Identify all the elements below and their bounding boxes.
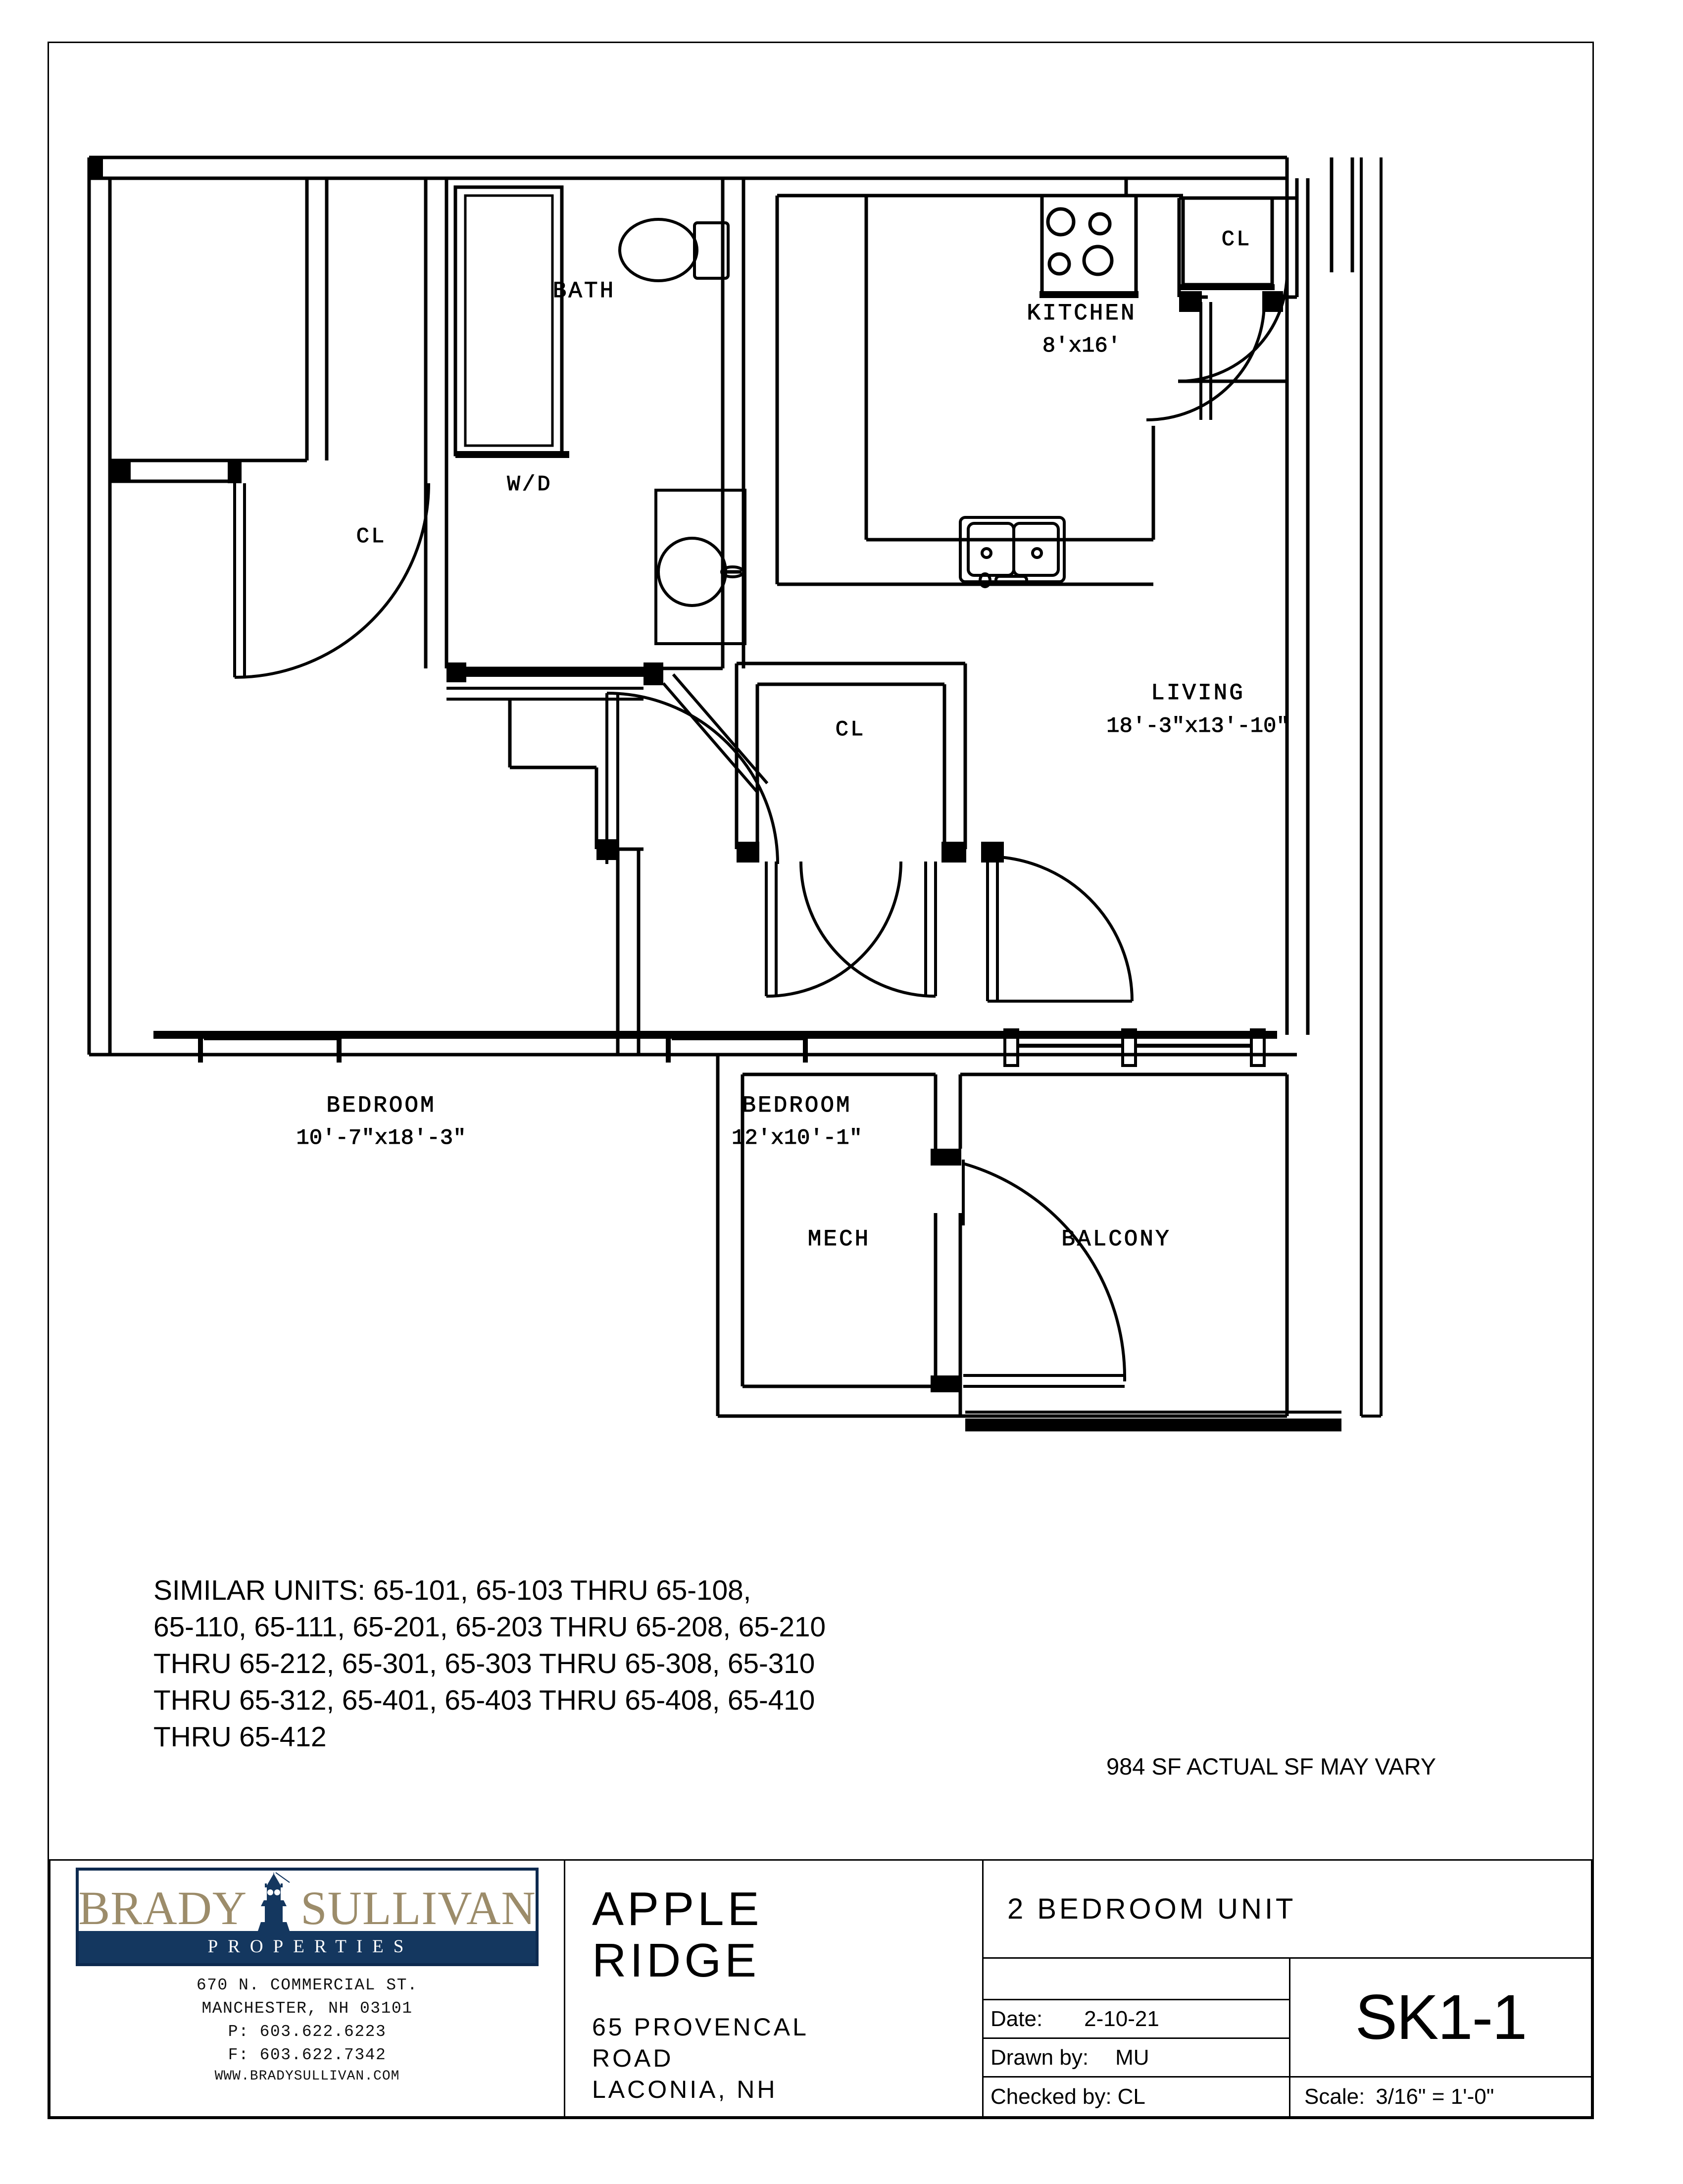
company-fax: F: 603.622.7342	[228, 2045, 387, 2064]
scale-row: Scale: 3/16" = 1'-0"	[1290, 2078, 1591, 2116]
date-value: 2-10-21	[1084, 2006, 1159, 2031]
scale-label: Scale:	[1304, 2084, 1365, 2109]
toilet	[618, 218, 730, 282]
window-bedroom1	[198, 1032, 342, 1063]
closet-middle-walls	[735, 661, 967, 849]
closet-middle-doors	[765, 861, 937, 998]
room-label-balcony: BALCONY	[1061, 1226, 1171, 1252]
room-label-bath: BATH	[553, 278, 615, 304]
company-address-block: 670 N. COMMERCIAL ST. MANCHESTER, NH 031…	[197, 1974, 418, 2086]
sheet-number-cell: SK1-1 Scale: 3/16" = 1'-0"	[1290, 1959, 1591, 2116]
drawn-by-value: MU	[1115, 2045, 1149, 2070]
bathroom-vanity	[654, 489, 746, 645]
drawing-fields: Date: 2-10-21 Drawn by: MU Checked by: C…	[984, 1959, 1290, 2116]
drawing-unit-title: 2 BEDROOM UNIT	[984, 1861, 1591, 1959]
sheet-number: SK1-1	[1290, 1959, 1591, 2078]
right-edge-lines	[1360, 157, 1383, 1416]
project-name-line2: RIDGE	[592, 1933, 760, 1987]
closet-upper-left-walls	[110, 178, 329, 483]
project-address: 65 PROVENCAL ROAD LACONIA, NH	[592, 2012, 982, 2105]
company-address-line1: 670 N. COMMERCIAL ST.	[196, 1976, 418, 1994]
kitchen-counters	[775, 194, 1183, 586]
balcony-walls	[960, 1072, 1289, 1418]
mech-door	[962, 1160, 1127, 1388]
bath-door	[662, 673, 769, 793]
brady-sullivan-logo: BRADY	[76, 1868, 539, 1966]
clock-tower-icon	[247, 1871, 300, 1931]
room-label-kitchen: KITCHEN	[1027, 301, 1136, 326]
project-address-line2: ROAD	[592, 2044, 674, 2073]
company-phone: P: 603.622.6223	[228, 2022, 387, 2041]
room-label-mech: MECH	[808, 1226, 870, 1252]
window-bedroom2	[666, 1032, 808, 1063]
drawing-info-lower: Date: 2-10-21 Drawn by: MU Checked by: C…	[984, 1959, 1591, 2116]
project-name-line1: APPLE	[592, 1882, 763, 1935]
room-label-closet-middle: CL	[836, 717, 866, 742]
logo-word-sullivan: SULLIVAN	[300, 1881, 536, 1931]
room-dimension-living: 18'-3"x13'-10"	[1106, 714, 1289, 739]
exterior-wall-top	[89, 155, 1287, 180]
logo-word-properties: PROPERTIES	[79, 1931, 536, 1963]
floor-plan-drawing: CL BATH	[74, 149, 1559, 1584]
room-label-wd: W/D	[507, 472, 552, 497]
scale-value: 3/16" = 1'-0"	[1376, 2084, 1494, 2109]
balcony-edge	[965, 1411, 1341, 1431]
room-label-closet-entry: CL	[1222, 227, 1252, 252]
bedroom1-door	[605, 692, 779, 864]
similar-units-line-5: THRU 65-412	[153, 1721, 327, 1753]
similar-units-line-2: 65-110, 65-111, 65-201, 65-203 THRU 65-2…	[153, 1611, 826, 1643]
room-dimension-bedroom2: 12'x10'-1"	[732, 1126, 862, 1151]
room-label-living: LIVING	[1151, 680, 1245, 706]
date-row: Date: 2-10-21	[984, 2000, 1289, 2039]
sheet-border	[48, 42, 1594, 2119]
entry-door	[1178, 157, 1354, 383]
date-label: Date:	[990, 2006, 1043, 2031]
title-block-logo-cell: BRADY	[49, 1859, 564, 2118]
room-dimension-bedroom1: 10'-7"x18'-3"	[296, 1126, 466, 1151]
range-cooktop	[1040, 194, 1138, 298]
checked-by-value: CL	[1117, 2084, 1145, 2109]
bathtub	[453, 185, 569, 458]
company-address-line2: MANCHESTER, NH 03101	[201, 1999, 413, 2018]
logo-wordmark: BRADY	[79, 1871, 536, 1931]
closet-entry-door	[1146, 302, 1266, 421]
title-block-drawing-info-cell: 2 BEDROOM UNIT Date: 2-10-21 Drawn by: M…	[982, 1859, 1592, 2118]
room-label-closet-upper-left: CL	[356, 524, 387, 549]
balcony-door	[986, 855, 1134, 1003]
similar-units-line-3: THRU 65-212, 65-301, 65-303 THRU 65-308,…	[153, 1648, 815, 1680]
drawing-field-spacer	[984, 1959, 1289, 2000]
room-label-bedroom2: BEDROOM	[742, 1093, 851, 1118]
hall-partitions	[508, 699, 644, 1055]
project-address-line1: 65 PROVENCAL	[592, 2013, 809, 2041]
wd-closet-doors	[446, 670, 644, 701]
room-label-bedroom1: BEDROOM	[326, 1093, 436, 1118]
drawn-by-row: Drawn by: MU	[984, 2039, 1289, 2078]
project-address-line3: LACONIA, NH	[592, 2076, 778, 2104]
similar-units-line-1: SIMILAR UNITS: 65-101, 65-103 THRU 65-10…	[153, 1575, 751, 1606]
similar-units-line-4: THRU 65-312, 65-401, 65-403 THRU 65-408,…	[153, 1684, 815, 1717]
title-block-project-cell: APPLE RIDGE 65 PROVENCAL ROAD LACONIA, N…	[564, 1859, 982, 2118]
similar-units-note: SIMILAR UNITS: 65-101, 65-103 THRU 65-10…	[153, 1572, 1094, 1755]
drawn-by-label: Drawn by:	[990, 2045, 1089, 2070]
logo-word-brady: BRADY	[79, 1881, 248, 1931]
checked-by-label: Checked by:	[990, 2084, 1112, 2109]
room-dimension-kitchen: 8'x16'	[1042, 334, 1121, 358]
floor-plan-svg: CL BATH	[87, 155, 1383, 1431]
checked-by-row: Checked by: CL	[984, 2078, 1289, 2116]
closet-upper-left-door	[233, 483, 430, 679]
kitchen-sink	[959, 516, 1066, 588]
title-block: BRADY	[49, 1859, 1592, 2118]
square-footage-note: 984 SF ACTUAL SF MAY VARY	[1106, 1753, 1436, 1779]
exterior-wall-left	[87, 157, 112, 1055]
sliding-glass-door	[1003, 1028, 1266, 1067]
company-website[interactable]: WWW.BRADYSULLIVAN.COM	[214, 2069, 400, 2084]
